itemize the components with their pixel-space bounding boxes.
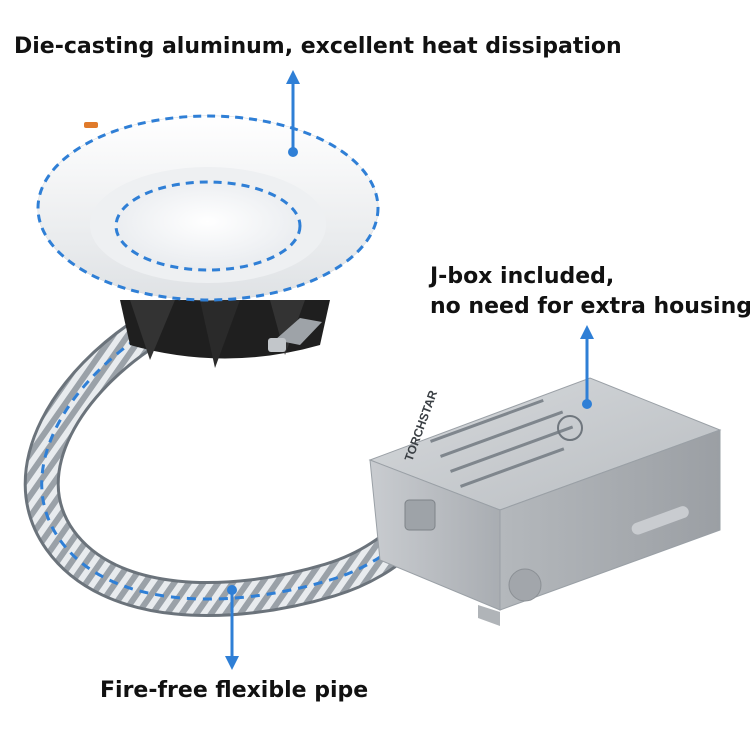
callout-jbox-line1: J-box included, bbox=[430, 264, 615, 289]
callout-jbox-line2: no need for extra housing bbox=[430, 294, 750, 319]
junction-box bbox=[368, 377, 722, 626]
callout-heat-dissipation: Die-casting aluminum, excellent heat dis… bbox=[14, 34, 622, 59]
heatsink bbox=[120, 300, 330, 368]
callout-flexible-pipe: Fire-free flexible pipe bbox=[100, 678, 369, 703]
downlight-trim bbox=[36, 114, 380, 302]
flexible-pipe bbox=[23, 312, 438, 618]
callout-arrows bbox=[225, 70, 594, 670]
callout-jbox: J-box included, no need for extra housin… bbox=[430, 262, 750, 322]
